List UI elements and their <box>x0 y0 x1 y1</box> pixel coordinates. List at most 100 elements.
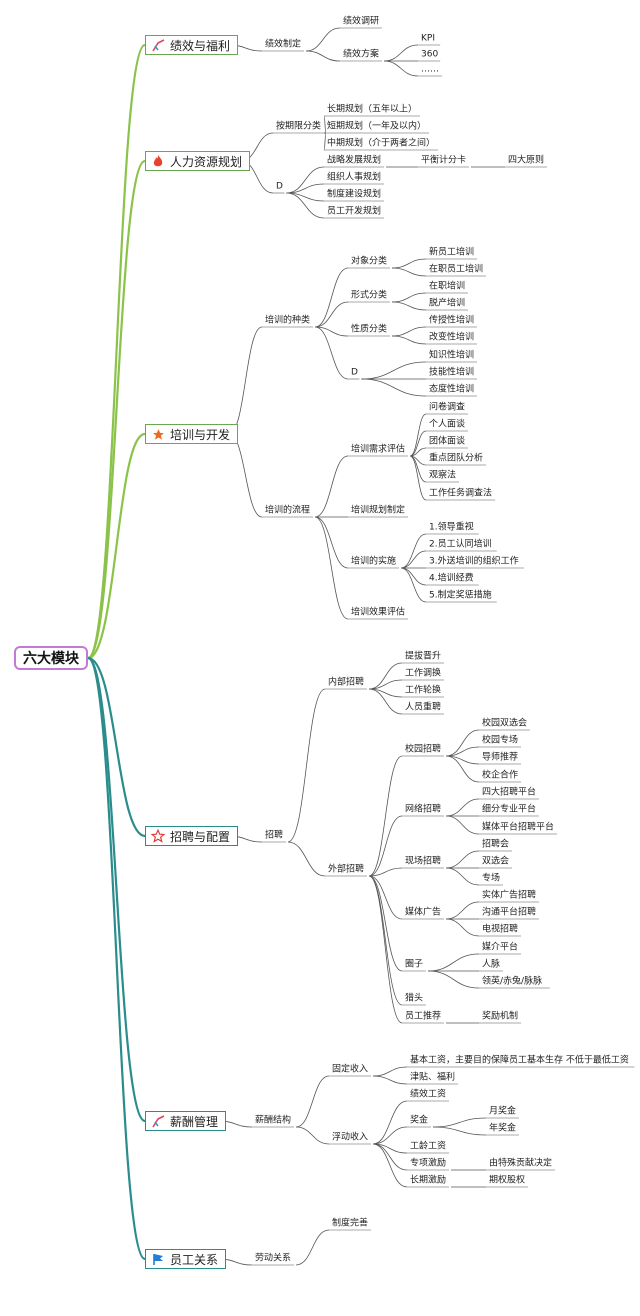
node-label[interactable]: 重点团队分析 <box>429 453 484 464</box>
node-label[interactable]: 在职培训 <box>429 281 466 292</box>
node-label[interactable]: 员工推荐 <box>405 1011 442 1022</box>
node-label[interactable]: KPI <box>421 33 435 44</box>
node-label[interactable]: 对象分类 <box>351 256 388 267</box>
node-label[interactable]: 期权股权 <box>489 1175 526 1186</box>
node-label[interactable]: 360 <box>421 49 439 60</box>
node-label[interactable]: 长期激励 <box>410 1175 447 1186</box>
node-label[interactable]: 双选会 <box>482 856 510 867</box>
node-label[interactable]: 领英/赤兔/脉脉 <box>482 976 543 987</box>
node-label[interactable]: 绩效方案 <box>343 49 380 60</box>
node-label[interactable]: 性质分类 <box>351 324 388 335</box>
node-label[interactable]: 内部招聘 <box>328 677 365 688</box>
node-label[interactable]: 校园招聘 <box>405 744 442 755</box>
node-label[interactable]: 电视招聘 <box>482 924 519 935</box>
node-label[interactable]: 网络招聘 <box>405 804 442 815</box>
node-label[interactable]: 2.员工认同培训 <box>429 539 492 550</box>
node-label[interactable]: 猎头 <box>405 993 424 1004</box>
node-label[interactable]: D <box>276 181 283 192</box>
node-label[interactable]: 培训的种类 <box>265 315 311 326</box>
node-label[interactable]: 1.领导重视 <box>429 522 474 533</box>
node-label[interactable]: 校企合作 <box>482 770 519 781</box>
node-label[interactable]: 员工开发规划 <box>327 206 382 217</box>
node-label[interactable]: 校园专场 <box>482 735 519 746</box>
node-label[interactable]: 由特殊贡献决定 <box>489 1158 553 1169</box>
node-label[interactable]: 3.外送培训的组织工作 <box>429 556 519 567</box>
node-label[interactable]: 工作调换 <box>405 668 442 679</box>
node-label[interactable]: 提拔晋升 <box>405 651 442 662</box>
node-label[interactable]: 培训需求评估 <box>351 444 406 455</box>
node-label[interactable]: 固定收入 <box>332 1064 369 1075</box>
node-label[interactable]: 短期规划（一年及以内） <box>327 121 427 132</box>
node-label[interactable]: 绩效调研 <box>343 16 380 27</box>
node-label[interactable]: 招聘会 <box>482 839 510 850</box>
node-label[interactable]: 技能性培训 <box>429 367 475 378</box>
node-label[interactable]: 观察法 <box>429 470 457 481</box>
node-label[interactable]: 传授性培训 <box>429 315 475 326</box>
node-label[interactable]: 按期限分类 <box>276 121 322 132</box>
module-m5[interactable]: 薪酬管理 <box>145 1111 227 1131</box>
root-node[interactable]: 六大模块 <box>14 646 88 670</box>
node-label[interactable]: 制度完善 <box>332 1218 369 1229</box>
module-m3[interactable]: 培训与开发 <box>145 424 239 444</box>
node-label[interactable]: 专场 <box>482 873 501 884</box>
node-label[interactable]: 月奖金 <box>489 1106 517 1117</box>
node-label[interactable]: 改变性培训 <box>429 332 475 343</box>
node-label[interactable]: 在职员工培训 <box>429 264 484 275</box>
node-label[interactable]: 薪酬结构 <box>255 1115 292 1126</box>
node-label[interactable]: 导师推荐 <box>482 752 519 763</box>
node-label[interactable]: 制度建设规划 <box>327 189 382 200</box>
node-label[interactable]: 校园双选会 <box>482 718 528 729</box>
node-label[interactable]: 中期规划（介于两者之间） <box>327 138 436 149</box>
node-label[interactable]: 团体面谈 <box>429 436 466 447</box>
node-label[interactable]: 奖金 <box>410 1115 429 1126</box>
node-label[interactable]: 四大原则 <box>508 155 545 166</box>
node-label[interactable]: 媒体广告 <box>405 907 442 918</box>
module-m4[interactable]: 招聘与配置 <box>145 826 239 846</box>
node-label[interactable]: 态度性培训 <box>429 384 475 395</box>
node-label[interactable]: 津贴、福利 <box>410 1072 456 1083</box>
node-label[interactable]: 工龄工资 <box>410 1141 447 1152</box>
node-label[interactable]: 培训的流程 <box>265 505 311 516</box>
node-label[interactable]: 四大招聘平台 <box>482 787 537 798</box>
node-label[interactable]: 问卷调查 <box>429 402 466 413</box>
node-label[interactable]: 个人面谈 <box>429 419 466 430</box>
node-label[interactable]: 形式分类 <box>351 290 388 301</box>
module-m6[interactable]: 员工关系 <box>145 1249 227 1269</box>
node-label[interactable]: 招聘 <box>265 830 284 841</box>
node-label[interactable]: 绩效工资 <box>410 1089 447 1100</box>
node-label[interactable]: 5.制定奖惩措施 <box>429 590 492 601</box>
node-label[interactable]: 基本工资，主要目的保障员工基本生存 不低于最低工资 <box>410 1055 629 1066</box>
node-label[interactable]: 脱产培训 <box>429 298 466 309</box>
node-label[interactable]: …… <box>421 64 439 75</box>
node-label[interactable]: 4.培训经费 <box>429 573 474 584</box>
node-label[interactable]: 知识性培训 <box>429 350 475 361</box>
module-m2[interactable]: 人力资源规划 <box>145 151 251 171</box>
node-label[interactable]: 人员重聘 <box>405 702 442 713</box>
node-label[interactable]: 年奖金 <box>489 1123 517 1134</box>
node-label[interactable]: 奖励机制 <box>482 1011 519 1022</box>
node-label[interactable]: 外部招聘 <box>328 864 365 875</box>
node-label[interactable]: 媒体平台招聘平台 <box>482 822 555 833</box>
node-label[interactable]: D <box>351 367 358 378</box>
node-label[interactable]: 培训的实施 <box>351 556 397 567</box>
node-label[interactable]: 圈子 <box>405 959 424 970</box>
node-label[interactable]: 现场招聘 <box>405 856 442 867</box>
module-m1[interactable]: 绩效与福利 <box>145 35 239 55</box>
node-label[interactable]: 专项激励 <box>410 1158 447 1169</box>
node-label[interactable]: 浮动收入 <box>332 1132 369 1143</box>
node-label[interactable]: 实体广告招聘 <box>482 890 537 901</box>
node-label[interactable]: 培训效果评估 <box>351 607 406 618</box>
node-label[interactable]: 组织人事规划 <box>327 172 382 183</box>
node-label[interactable]: 工作任务调查法 <box>429 488 493 499</box>
node-label[interactable]: 沟通平台招聘 <box>482 907 537 918</box>
node-label[interactable]: 劳动关系 <box>255 1253 292 1264</box>
node-label[interactable]: 人脉 <box>482 959 501 970</box>
node-label[interactable]: 绩效制定 <box>265 39 302 50</box>
node-label[interactable]: 平衡计分卡 <box>421 155 467 166</box>
node-label[interactable]: 细分专业平台 <box>482 804 537 815</box>
node-label[interactable]: 新员工培训 <box>429 247 475 258</box>
node-label[interactable]: 长期规划（五年以上） <box>327 104 418 115</box>
node-label[interactable]: 培训规划制定 <box>351 505 406 516</box>
node-label[interactable]: 战略发展规划 <box>327 155 382 166</box>
node-label[interactable]: 媒介平台 <box>482 942 519 953</box>
